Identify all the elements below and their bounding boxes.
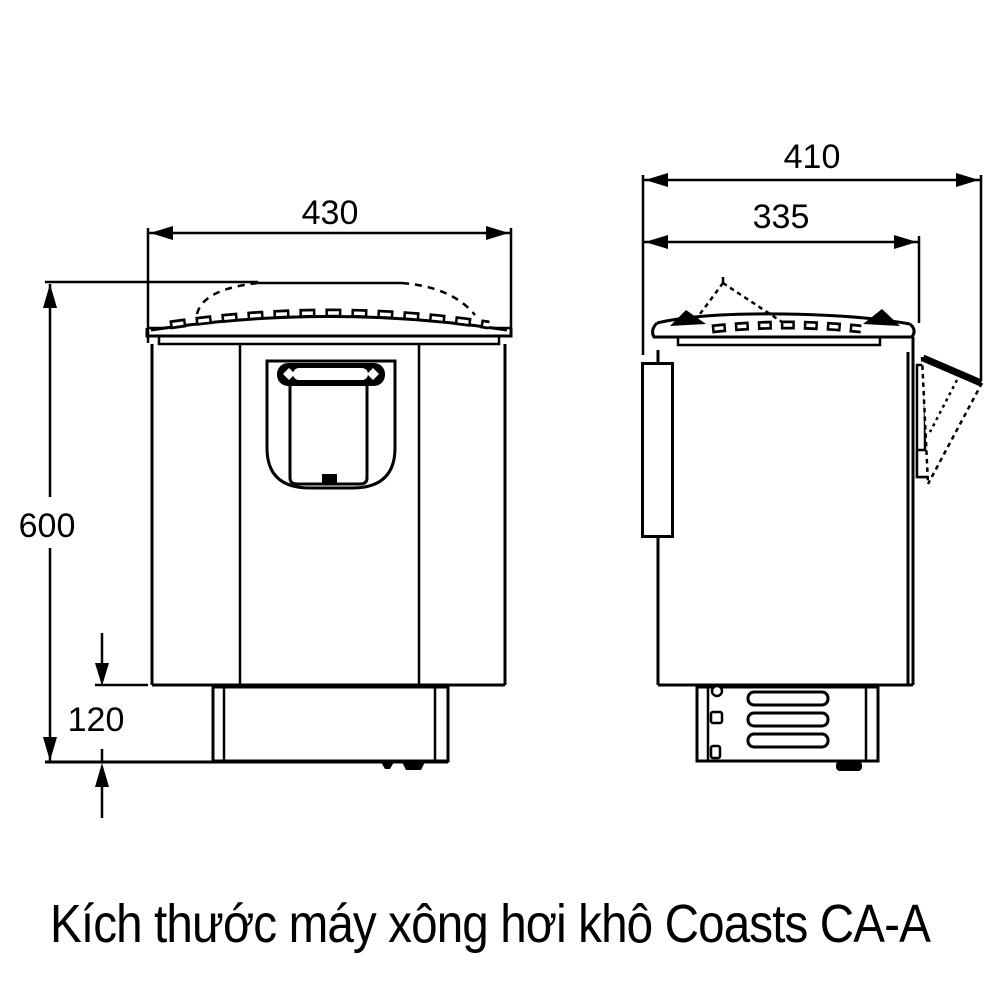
- louver-2: [746, 711, 830, 728]
- front-base-inner-lines: [222, 687, 437, 761]
- dome-left-curve: [195, 281, 259, 315]
- side-foot: [836, 761, 862, 771]
- dim-base-height: 120: [68, 633, 148, 818]
- dim-label-front-width: 430: [302, 194, 359, 232]
- dim-label-base-height: 120: [68, 701, 125, 739]
- side-grille-highlights: [711, 323, 862, 331]
- front-base: [211, 685, 450, 763]
- dim-body-depth: 335: [643, 198, 921, 323]
- wedge-top-edge: [921, 354, 983, 387]
- side-body-outline: [656, 337, 915, 687]
- louver-1: [746, 690, 830, 707]
- dim-410-extension-lines: [641, 175, 983, 381]
- side-cap-horn-left: [670, 310, 706, 326]
- dimension-annotations: 430 600 120 410: [19, 138, 983, 818]
- side-view: [641, 277, 984, 771]
- dim-600-arrow-bottom: [43, 737, 57, 761]
- wedge-hypotenuse: [926, 382, 984, 485]
- handle-screw-left: [283, 368, 295, 380]
- louver-3: [746, 732, 830, 749]
- side-cap-horn-right: [863, 309, 900, 326]
- dim-front-width: 430: [146, 194, 513, 343]
- cap-lip-outer: [145, 328, 513, 338]
- dim-430-arrow-right: [486, 226, 509, 240]
- dim-total-height: 600: [19, 280, 258, 761]
- side-cap-lip-inner: [676, 337, 882, 347]
- dim-600-arrow-top: [43, 284, 57, 308]
- front-foot-right: [402, 762, 425, 770]
- base-hole-1: [710, 684, 724, 698]
- front-foot-left: [381, 762, 394, 769]
- base-hole-3: [709, 744, 722, 760]
- dim-430-extension-lines: [146, 228, 513, 343]
- dim-120-arrow-down: [95, 663, 109, 686]
- handle-slot: [293, 368, 368, 380]
- side-base-inner-lines: [706, 687, 868, 761]
- pocket-latch: [322, 474, 337, 485]
- handle-screw-right: [367, 368, 379, 380]
- dim-label-total-height: 600: [19, 507, 76, 545]
- dim-label-total-depth: 410: [784, 138, 841, 176]
- dim-410-arrow-right: [956, 173, 979, 187]
- dim-label-body-depth: 335: [753, 198, 810, 236]
- body-outline: [150, 344, 507, 687]
- wedge-inner-line: [928, 379, 959, 433]
- caption: Kích thước máy xông hơi khô Coasts CA-A: [50, 894, 931, 954]
- scoop-triangle: [695, 281, 783, 324]
- front-view: [145, 281, 513, 770]
- wedge-fill: [922, 357, 982, 484]
- dim-430-arrow-left: [150, 226, 173, 240]
- pocket-shell: [265, 359, 397, 490]
- body-panel-seams: [238, 345, 421, 685]
- dim-total-depth: 410: [641, 138, 983, 381]
- base-hole-2: [709, 710, 724, 725]
- wedge-left-edge: [920, 356, 930, 485]
- dome-right-curve: [401, 281, 476, 316]
- dim-335-arrow-left: [645, 235, 668, 249]
- grille-slot-highlights: [169, 311, 490, 327]
- dim-335-arrow-right: [894, 235, 917, 249]
- dim-120-arrow-up: [95, 763, 109, 787]
- cap-lip-inner: [157, 336, 501, 346]
- mount-bracket: [641, 362, 674, 538]
- dim-410-arrow-left: [645, 173, 668, 187]
